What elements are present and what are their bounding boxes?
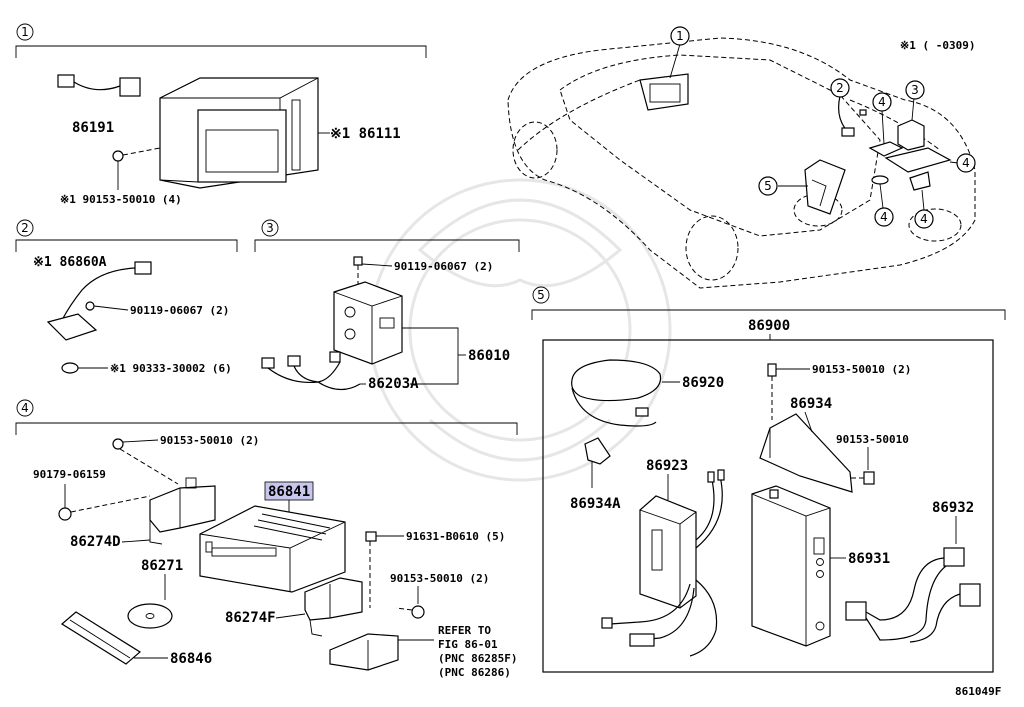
car-callout-4c: 4 — [880, 210, 888, 224]
label-86931: 86931 — [848, 551, 890, 567]
label-90119-2: 90119-06067 (2) — [130, 304, 229, 317]
section-3-number: 3 — [266, 221, 274, 235]
watermark — [368, 178, 672, 482]
label-86860A: ※1 86860A — [33, 255, 107, 270]
module-86010 — [333, 281, 403, 365]
section-5: 5 86900 86920 90153-50010 (2) 86934 9015… — [531, 286, 1006, 673]
bracket-86274D — [149, 477, 216, 545]
car-part-3 — [897, 97, 925, 151]
module-86931 — [751, 485, 831, 647]
label-86934A: 86934A — [570, 496, 621, 512]
car-part-4c — [871, 175, 889, 209]
car-part-4a — [868, 109, 904, 157]
car-overview — [507, 37, 976, 289]
bracket-86934 — [759, 411, 853, 493]
disc-86271 — [127, 603, 173, 629]
label-90179: 90179-06159 — [33, 468, 106, 481]
screw-90119-3 — [353, 256, 393, 285]
bracket-refer — [329, 633, 434, 671]
label-86846: 86846 — [170, 651, 212, 667]
figure-code: 861049F — [955, 685, 1001, 698]
display-unit-86111 — [159, 77, 319, 189]
section-4-number: 4 — [21, 401, 29, 415]
label-86271: 86271 — [141, 558, 183, 574]
screw-90153-1 — [112, 147, 161, 190]
harness-86203A — [261, 351, 361, 391]
car-part-2 — [838, 95, 867, 137]
section-1-number: 1 — [21, 25, 29, 39]
label-86900: 86900 — [748, 318, 790, 334]
label-86934: 86934 — [790, 396, 832, 412]
harness-86191 — [57, 74, 141, 97]
label-86274D: 86274D — [70, 534, 121, 550]
section-5-number: 5 — [537, 288, 545, 302]
label-refer-2: FIG 86-01 — [438, 638, 498, 651]
screw-91631 — [365, 531, 404, 608]
car-callout-5: 5 — [764, 179, 772, 193]
label-90153-5a: 90153-50010 (2) — [812, 363, 911, 376]
label-90153-5b: 90153-50010 — [836, 433, 909, 446]
screw-90153-5b — [850, 447, 875, 485]
section-2: 2 ※1 86860A 90119-06067 (2) ※1 90333-300… — [15, 219, 238, 375]
label-86920: 86920 — [682, 375, 724, 391]
label-90153-1: ※1 90153-50010 (4) — [60, 193, 182, 206]
label-86203A: 86203A — [368, 376, 419, 392]
section-4: 4 90153-50010 (2) 90179-06159 86274D 868… — [15, 399, 517, 679]
label-90153-4a: 90153-50010 (2) — [160, 434, 259, 447]
sensor-86860A — [46, 261, 152, 341]
car-part-5 — [778, 159, 846, 215]
antenna-86920 — [571, 359, 680, 427]
label-86111: ※1 86111 — [330, 126, 401, 142]
car-part-4d — [909, 171, 931, 211]
car-callout-4a: 4 — [878, 95, 886, 109]
plate-86846 — [60, 611, 142, 665]
label-refer-1: REFER TO — [438, 624, 491, 637]
car-callout-4b: 4 — [962, 156, 970, 170]
screw-90153-4b — [395, 586, 425, 619]
label-91631: 91631-B0610 (5) — [406, 530, 505, 543]
harness-86932 — [845, 547, 981, 643]
car-callouts: 1 2 3 4 4 4 4 5 — [670, 26, 976, 229]
section-3: 3 90119-06067 (2) 86010 86203A — [254, 219, 520, 392]
car-part-1 — [639, 43, 689, 111]
label-90333: ※1 90333-30002 (6) — [110, 362, 232, 375]
bracket-86934A — [584, 437, 611, 488]
bracket-86274F — [304, 577, 363, 637]
car-callout-4d: 4 — [920, 212, 928, 226]
nut-90179 — [58, 484, 151, 521]
note-label: ※1 ( -0309) — [900, 39, 975, 52]
label-86923: 86923 — [646, 458, 688, 474]
label-86932: 86932 — [932, 500, 974, 516]
car-part-4b — [884, 147, 959, 173]
label-86274F: 86274F — [225, 610, 276, 626]
label-refer-4: (PNC 86286) — [438, 666, 511, 679]
car-callout-2: 2 — [836, 81, 844, 95]
screw-90153-5a — [767, 363, 810, 420]
section-1: 1 86191 ※1 86111 ※1 90153-50010 — [15, 23, 427, 206]
module-86923 — [601, 469, 725, 657]
section-5-box — [542, 339, 994, 673]
label-refer-3: (PNC 86285F) — [438, 652, 517, 665]
car-callout-3: 3 — [911, 83, 919, 97]
label-86010: 86010 — [468, 348, 510, 364]
label-86191: 86191 — [72, 120, 114, 136]
label-86841[interactable]: 86841 — [268, 484, 310, 500]
label-90119-3: 90119-06067 (2) — [394, 260, 493, 273]
section-2-number: 2 — [21, 221, 29, 235]
label-90153-4b: 90153-50010 (2) — [390, 572, 489, 585]
nav-unit-86841 — [199, 505, 346, 593]
screw-90153-4a — [112, 438, 179, 485]
car-callout-1: 1 — [676, 29, 684, 43]
